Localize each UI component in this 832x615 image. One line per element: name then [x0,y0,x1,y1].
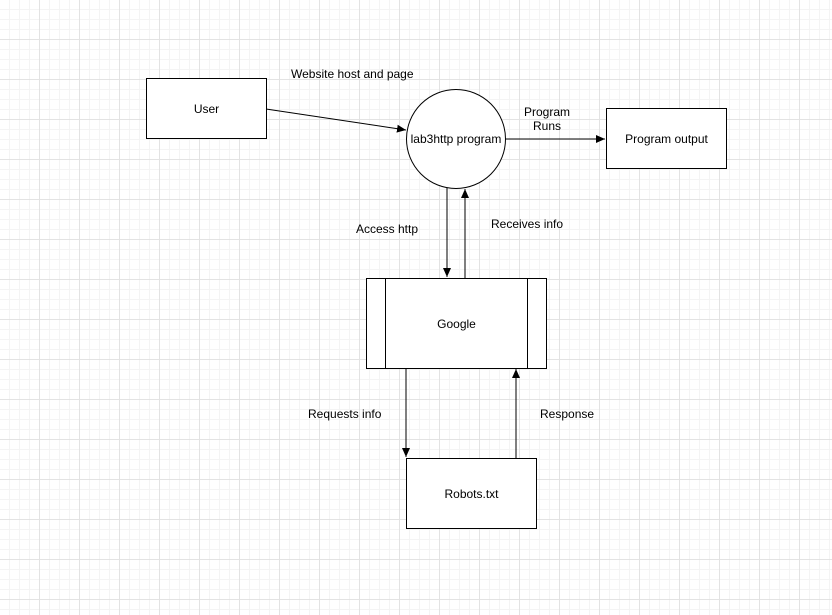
edge-user-to-program[interactable] [265,108,407,133]
edge-label-program-runs: Program Runs [516,105,578,133]
node-robots-label: Robots.txt [444,486,499,501]
process-bar-left [385,279,386,368]
edge-label-access-http: Access http [356,222,419,236]
node-program[interactable]: lab3http program [406,89,506,189]
node-user-label: User [193,101,220,116]
edge-label-program-runs-line1: Program [523,105,570,119]
node-google[interactable]: Google [366,278,547,369]
node-program-output-label: Program output [625,131,708,146]
node-google-label: Google [437,316,476,331]
node-robots[interactable]: Robots.txt [406,458,537,529]
node-program-output[interactable]: Program output [606,108,727,169]
edge-label-requests-info: Requests info [308,407,382,421]
edge-label-receives-info: Receives info [491,217,564,231]
edge-label-website-host: Website host and page [291,67,414,81]
node-user[interactable]: User [146,78,267,139]
process-bar-right [527,279,528,368]
edge-label-response: Response [540,407,595,421]
node-program-label: lab3http program [410,132,502,146]
edge-label-program-runs-line2: Runs [532,119,561,133]
